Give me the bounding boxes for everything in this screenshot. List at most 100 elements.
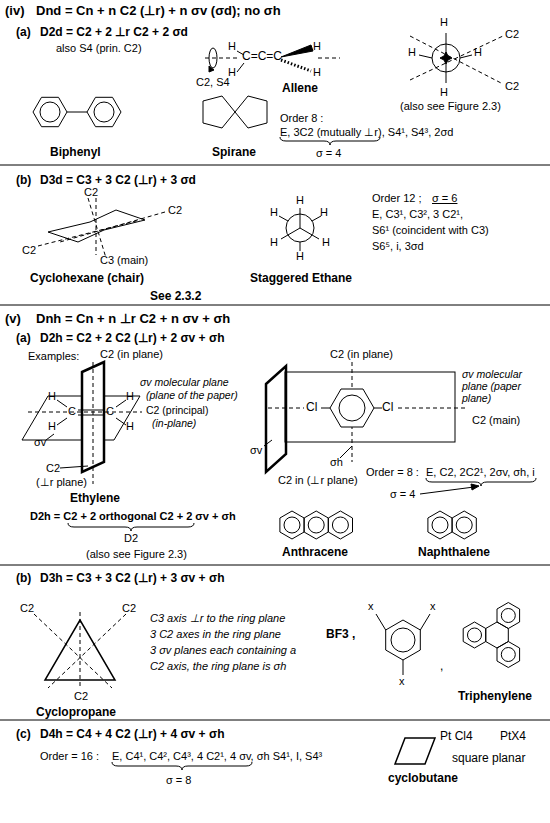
benzene-ring	[304, 511, 328, 539]
formula-heading: Dnd = Cn + n C2 (⊥r) + n σv (σd); no σh	[36, 4, 281, 19]
section-number: (v)	[5, 312, 21, 327]
axis-label: C2	[46, 462, 60, 475]
plane-label: σv molecular plane	[140, 376, 229, 388]
aromatic-circle	[40, 102, 60, 122]
axis-label: C2	[20, 602, 34, 615]
order-text: Order = 8 :	[366, 466, 419, 479]
atom-label: x	[399, 675, 405, 688]
atom-label: x	[430, 600, 436, 613]
formula-heading: D3d = C3 + 3 C2 (⊥r) + 3 σd	[40, 174, 196, 188]
aromatic-circle	[391, 628, 415, 652]
order-text: Order 12 ;	[372, 192, 422, 205]
note-text: C3 axis ⊥r to the ring plane	[150, 612, 285, 625]
atom-label: H	[48, 390, 56, 403]
underbrace	[426, 478, 536, 486]
formula-heading: D2h = C2 + 2 C2 (⊥r) + 2 σv + σh	[40, 332, 225, 346]
bond	[116, 418, 126, 425]
order-text: S6⁵, i, 3σd	[372, 240, 424, 253]
bond	[300, 242, 301, 251]
aromatic-circle	[339, 395, 365, 421]
atom-label: H	[296, 194, 304, 207]
benzene-ring	[330, 389, 374, 427]
cyclobutane-ring	[395, 738, 435, 764]
axis-line	[398, 408, 468, 409]
plane-outline	[266, 366, 286, 472]
note-text: (also see Figure 2.3)	[400, 100, 501, 113]
aromatic-circle	[332, 517, 348, 533]
order-text: σ = 4	[316, 147, 341, 160]
section-number: (b)	[16, 174, 31, 188]
molecule-name: Cyclohexane (chair)	[30, 272, 144, 286]
molecule-name: Pt Cl4	[440, 730, 473, 744]
bond	[376, 614, 386, 630]
aromatic-circle	[284, 517, 300, 533]
molecule-name: Ethylene	[70, 492, 120, 506]
order-text: S6¹ (coincident with C3)	[372, 224, 489, 237]
section-number: (a)	[16, 332, 31, 346]
benzene-ring	[452, 511, 476, 539]
formula-heading: D4h = C4 + 4 C2 (⊥r) + 4 σv + σh	[40, 728, 225, 742]
formula-heading: D3h = C3 + 3 C2 (⊥r) + 3 σv + σh	[40, 572, 225, 586]
leader-line	[46, 434, 54, 440]
leader-line	[264, 440, 272, 446]
atom-label: H	[126, 420, 134, 433]
axis-line	[60, 212, 165, 242]
axis-line	[80, 612, 81, 688]
atom-label: H	[474, 46, 482, 59]
axis-label: C2	[84, 186, 98, 199]
benzene-ring	[486, 622, 509, 648]
order-text: σ = 6	[432, 192, 457, 205]
bond	[460, 55, 472, 58]
note-text: square planar	[452, 752, 525, 766]
molecule-name: PtX4	[500, 730, 526, 744]
plane-label: σv molecular plane (paper plane)	[462, 368, 548, 404]
note-text: 3 σv planes each containing a	[150, 644, 296, 657]
underbrace	[112, 762, 252, 770]
note-text: C2 axis, the ring plane is σh	[150, 660, 286, 673]
atom-label: H	[270, 236, 278, 249]
molecule-name: Allene	[282, 82, 318, 96]
bond	[312, 216, 321, 221]
order-text: E, C3¹, C3², 3 C2¹,	[372, 208, 463, 221]
aromatic-circle	[501, 609, 515, 623]
molecule-name: cyclobutane	[388, 772, 458, 786]
formula-heading: D2d = C2 + 2 ⊥r C2 + 2 σd	[40, 26, 188, 40]
atom-label: H	[313, 40, 321, 53]
atom-label: H	[228, 40, 236, 53]
benzene-ring	[33, 97, 67, 126]
benzene-ring	[463, 622, 486, 648]
axis-line	[28, 412, 142, 413]
axis-line	[410, 36, 503, 80]
order-text: E, C4¹, C4², C4³, 4 C2¹, 4 σv, σh S4¹, I…	[112, 750, 322, 763]
arrow-line	[420, 487, 474, 494]
underbrace	[68, 523, 194, 531]
order-text: Order 8 :	[280, 112, 323, 125]
plane-outline	[285, 372, 455, 442]
atom-label: H	[296, 250, 304, 263]
atom-label: C=C=C	[242, 50, 282, 64]
bond	[300, 228, 319, 239]
molecule-name: Naphthalene	[418, 546, 490, 560]
axis-line	[38, 220, 140, 246]
axis-line	[48, 614, 126, 688]
arrow-head	[209, 66, 214, 72]
section-number: (a)	[16, 26, 31, 40]
atom-label: H	[126, 390, 134, 403]
double-bond	[78, 415, 105, 416]
molecule-name: BF3 ,	[326, 628, 355, 642]
bond	[403, 660, 404, 675]
section-number: (b)	[16, 572, 31, 586]
cyclopentane-ring	[203, 96, 235, 128]
section-rule	[0, 165, 550, 166]
aromatic-circle	[432, 517, 448, 533]
atom-label: H	[48, 420, 56, 433]
axis-label: C2 (principal)	[146, 404, 208, 416]
atom-label: H	[320, 206, 328, 219]
axis-label: (⊥r plane)	[36, 476, 87, 489]
bond	[281, 228, 300, 239]
axis-line	[93, 362, 94, 484]
plane-label: σv	[250, 444, 262, 457]
axis-label: (in-plane)	[152, 417, 196, 429]
axis-label: C2 (in plane)	[330, 348, 393, 361]
